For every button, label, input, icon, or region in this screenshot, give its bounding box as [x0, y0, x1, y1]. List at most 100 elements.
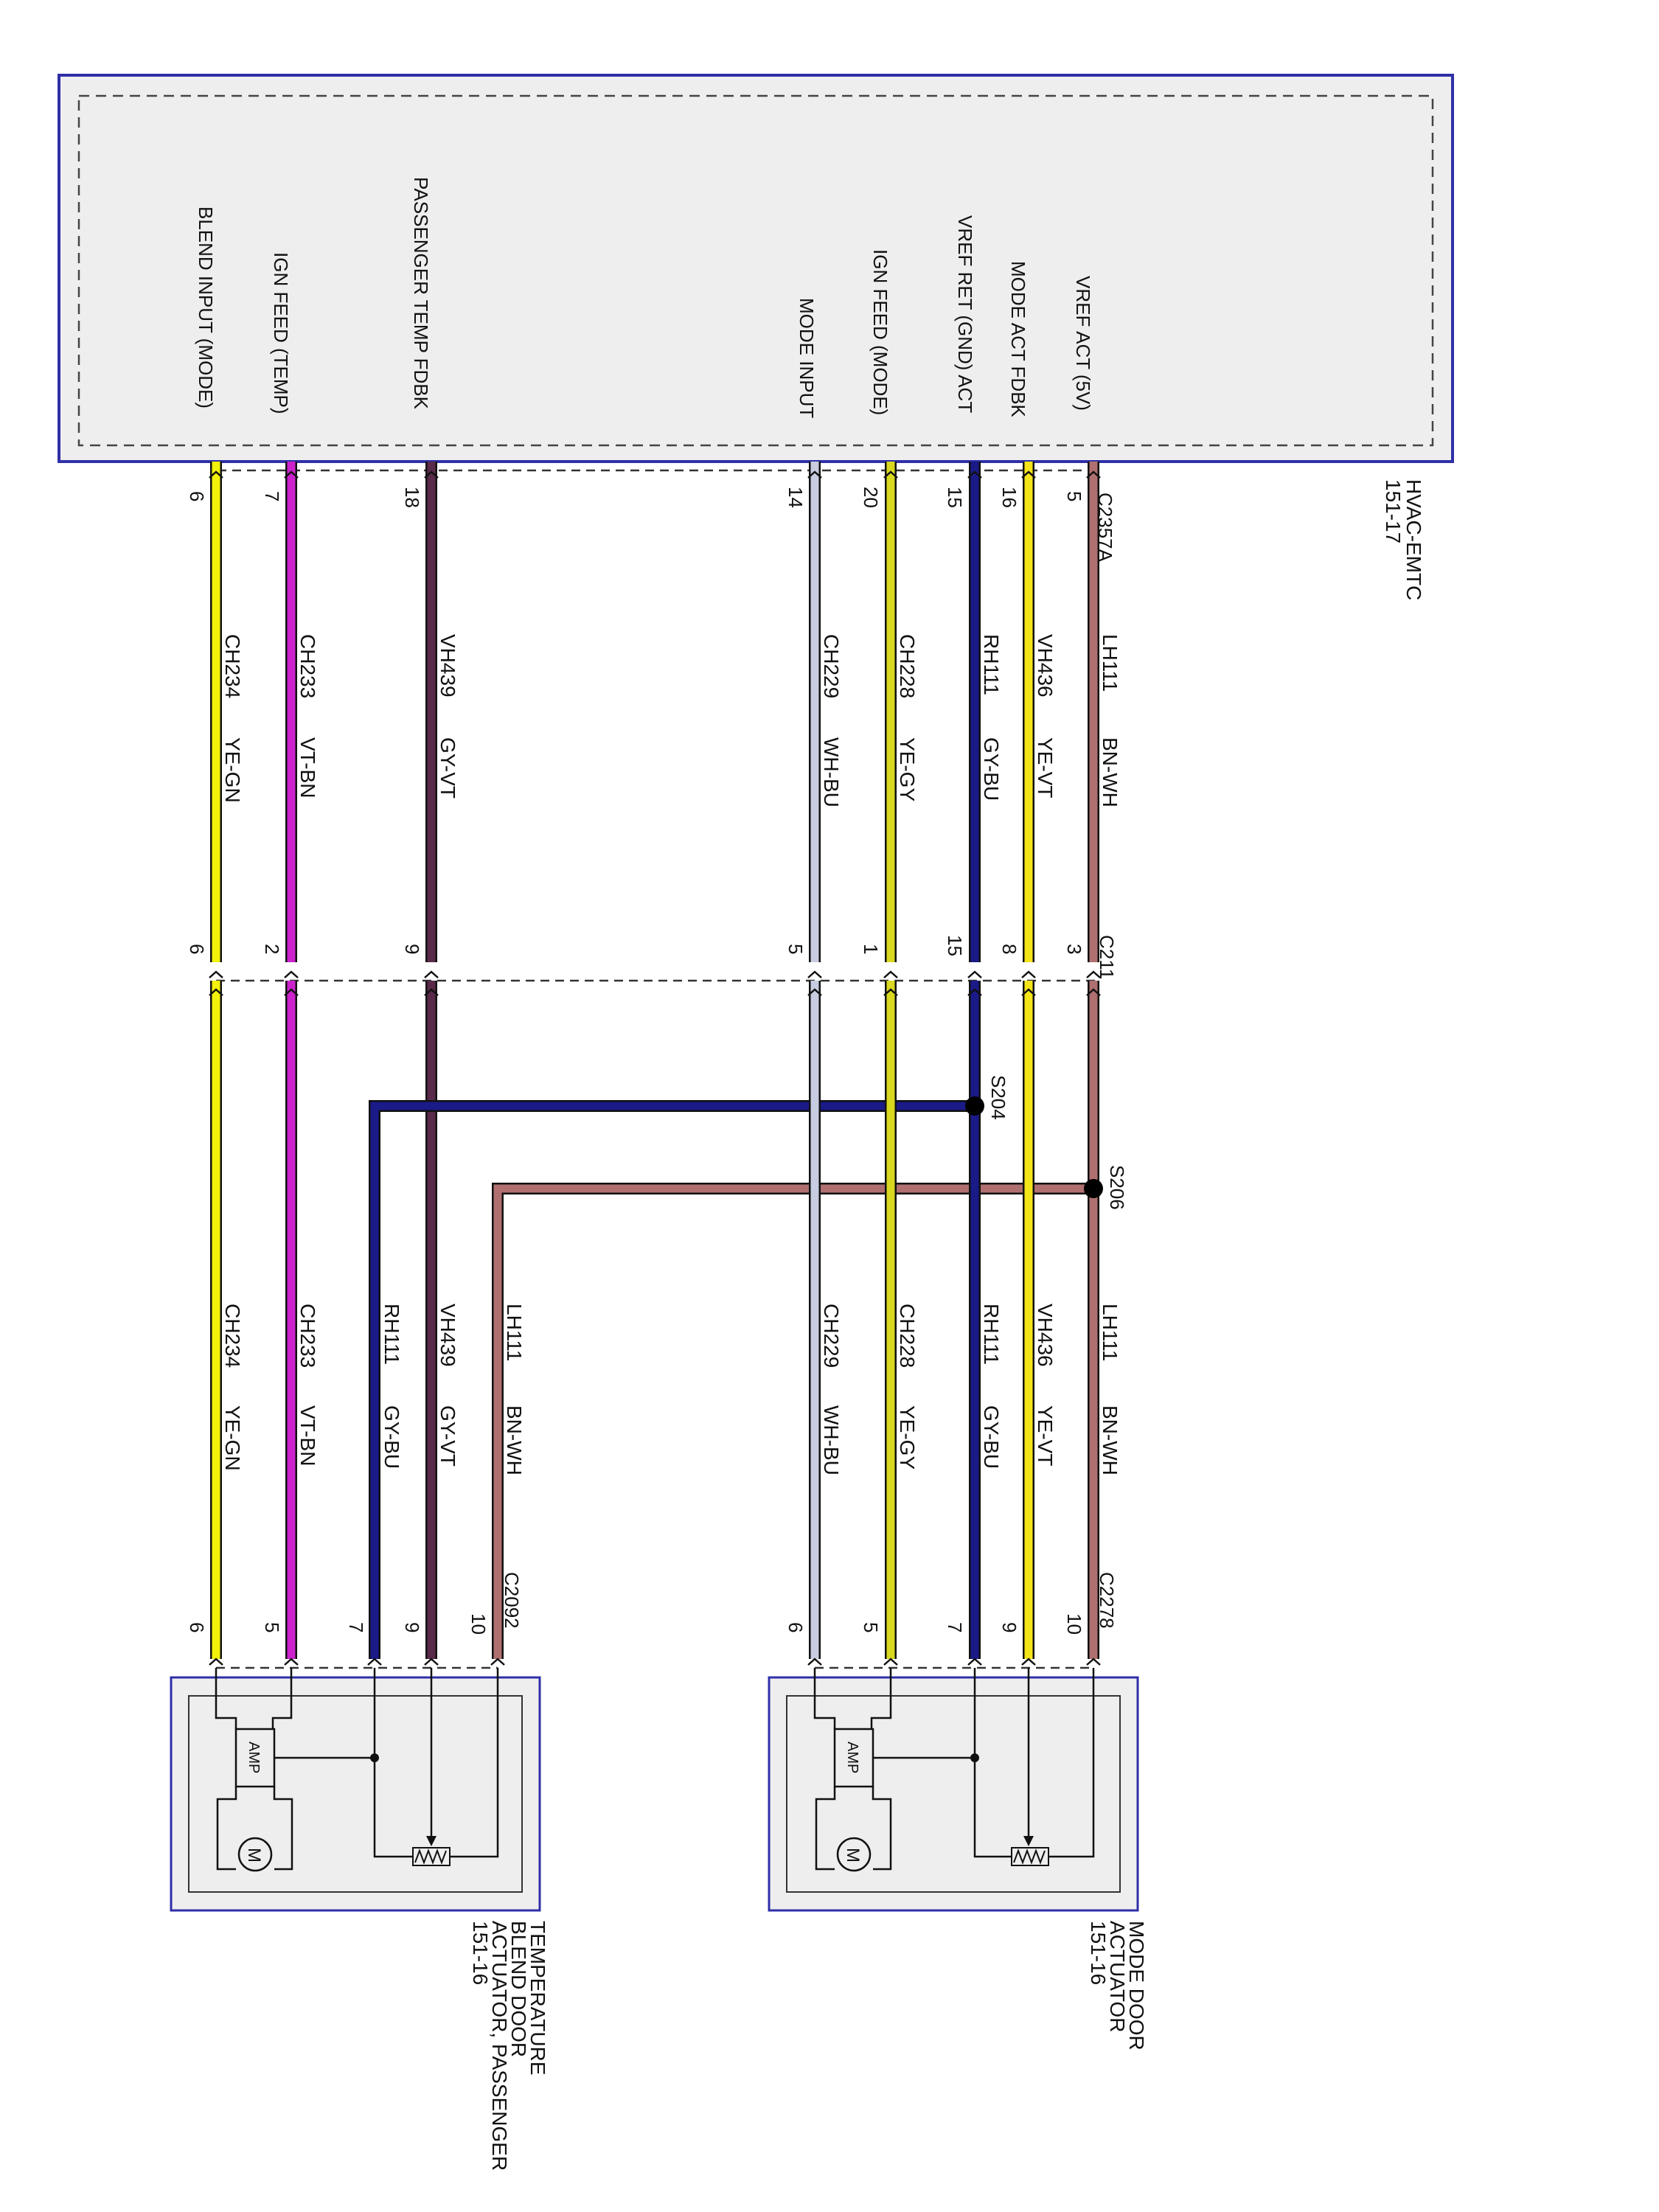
terminal-chevron: [883, 988, 898, 996]
mode-amp-label: AMP: [844, 1742, 860, 1773]
pin-number: 10: [1063, 1613, 1085, 1635]
wire-label: CH234: [221, 1304, 244, 1368]
wire-label: VT-BN: [296, 1405, 319, 1466]
mode-actuator-inner: [786, 1695, 1121, 1893]
pin-label-blend-input: BLEND INPUT (MODE): [195, 206, 217, 408]
wire-label: CH233: [296, 1304, 319, 1368]
wire-label: YE-GY: [896, 737, 919, 801]
pin-number: 6: [186, 944, 208, 954]
wire-label: LH111: [1099, 1304, 1121, 1361]
wire-lh111-branch: [493, 1184, 1093, 1659]
pin-number: 6: [186, 1622, 208, 1632]
pin-number: 8: [998, 944, 1020, 954]
wire-label: YE-GY: [896, 1405, 919, 1470]
terminal-chevron: [807, 470, 822, 479]
temp-actuator: AMP M TEMPERATURE BLEND DOOR ACTUATOR, P…: [170, 1668, 549, 2171]
splice-s204-label: S204: [987, 1075, 1009, 1120]
pin-label-vref-ret: VREF RET (GND) ACT: [954, 215, 976, 413]
pin-number: 7: [944, 1622, 966, 1632]
terminal-chevron: [424, 970, 439, 978]
terminal-chevron: [1021, 1658, 1036, 1666]
terminal-chevron: [1021, 988, 1036, 996]
wire-label: VH436: [1034, 1304, 1057, 1367]
wire-label: CH229: [820, 634, 843, 698]
pin-number: 3: [1063, 944, 1085, 954]
wire-label: GY-BU: [380, 1405, 403, 1469]
module-ref: 151-17: [1382, 479, 1405, 543]
motor-icon: [237, 1837, 273, 1872]
pin-label-vref-act: VREF ACT (5V): [1072, 276, 1094, 411]
pin-number: 7: [345, 1622, 367, 1632]
terminal-chevron: [424, 1658, 439, 1666]
terminal-chevron: [1021, 970, 1036, 978]
terminal-chevron: [883, 470, 898, 479]
mode-actuator: AMP M MODE DOOR ACTUATOR 151-16: [768, 1668, 1148, 2051]
connector-c211-label: C211: [1096, 935, 1118, 979]
wire-label: YE-GN: [221, 1405, 244, 1471]
wire-label: GY-BU: [980, 737, 1003, 801]
connector-c2092-label: C2092: [501, 1572, 523, 1629]
splices: S204 S206: [965, 1075, 1128, 1210]
hvac-module: BLEND INPUT (MODE) IGN FEED (TEMP) PASSE…: [58, 74, 1454, 600]
pin-number: 6: [186, 491, 208, 501]
pin-number: 10: [467, 1613, 490, 1635]
terminal-chevron: [807, 1658, 822, 1666]
module-name: HVAC-EMTC: [1402, 479, 1425, 600]
pin-number: 5: [785, 944, 807, 954]
wire-label: BN-WH: [1099, 1405, 1121, 1475]
terminal-chevron: [1086, 988, 1101, 996]
wire-label: YE-VT: [1034, 737, 1057, 798]
connector-c211: C211 6 2 9 5 1 15 8 3: [186, 935, 1118, 982]
pin-number: 9: [998, 1622, 1020, 1632]
wire-label: RH111: [980, 634, 1003, 695]
connector-c2278-label: C2278: [1096, 1572, 1118, 1629]
temp-amp-box: [234, 1728, 276, 1788]
terminal-chevron: [967, 470, 982, 479]
wire-label: CH228: [896, 1304, 919, 1368]
pin-label-mode-act-fdbk: MODE ACT FDBK: [1007, 261, 1029, 418]
pin-number: 14: [785, 487, 807, 508]
module-inner-dashed: [77, 94, 1434, 447]
mode-actuator-name-1: MODE DOOR: [1125, 1921, 1148, 2051]
wire-label: WH-BU: [820, 1405, 843, 1475]
wire-label: VH439: [437, 1304, 459, 1367]
terminal-chevron: [209, 970, 223, 978]
wire-label: RH111: [980, 1304, 1003, 1365]
wire-label: GY-VT: [437, 1405, 459, 1467]
wire-label: GY-BU: [980, 1405, 1003, 1469]
terminal-chevron: [1086, 970, 1101, 978]
wire-label: BN-WH: [1099, 737, 1121, 807]
wire-label: RH111: [380, 1304, 403, 1365]
pin-number: 16: [998, 487, 1020, 508]
temp-actuator-name-4: 151-16: [469, 1921, 492, 1985]
mode-actuator-name-2: ACTUATOR: [1106, 1921, 1129, 2032]
wire-label: CH234: [221, 634, 244, 698]
terminal-chevron: [1021, 470, 1036, 479]
pin-number: 2: [261, 944, 283, 954]
wire-label: GY-VT: [437, 737, 459, 799]
terminal-chevron: [424, 470, 439, 479]
upper-wire-labels: CH234 YE-GN CH233 VT-BN VH439 GY-VT CH22…: [221, 634, 1121, 807]
splice-s204-dot: [965, 1096, 984, 1116]
wire-label: BN-WH: [503, 1405, 526, 1475]
connector-terminals: [209, 470, 1101, 1666]
temp-actuator-name-1: TEMPERATURE: [526, 1921, 549, 2076]
terminal-chevron: [209, 470, 223, 479]
wire-label: CH229: [820, 1304, 843, 1368]
mode-actuator-name-3: 151-16: [1087, 1921, 1110, 1985]
terminal-chevron: [424, 988, 439, 996]
wire-label: LH111: [503, 1304, 526, 1361]
terminal-chevron: [209, 988, 223, 996]
pin-number: 6: [785, 1622, 807, 1632]
connector-c2278: C2278 6 5 7 9 10: [785, 1572, 1118, 1669]
pin-number: 5: [261, 1622, 283, 1632]
wire-label: CH233: [296, 634, 319, 698]
pin-label-mode-input: MODE INPUT: [796, 298, 818, 418]
terminal-chevron: [367, 1658, 382, 1666]
terminal-chevron: [284, 970, 299, 978]
pin-number: 15: [944, 935, 966, 956]
terminal-chevron: [883, 1658, 898, 1666]
temp-motor-label: M: [244, 1848, 264, 1863]
pin-number: 5: [1063, 491, 1085, 501]
